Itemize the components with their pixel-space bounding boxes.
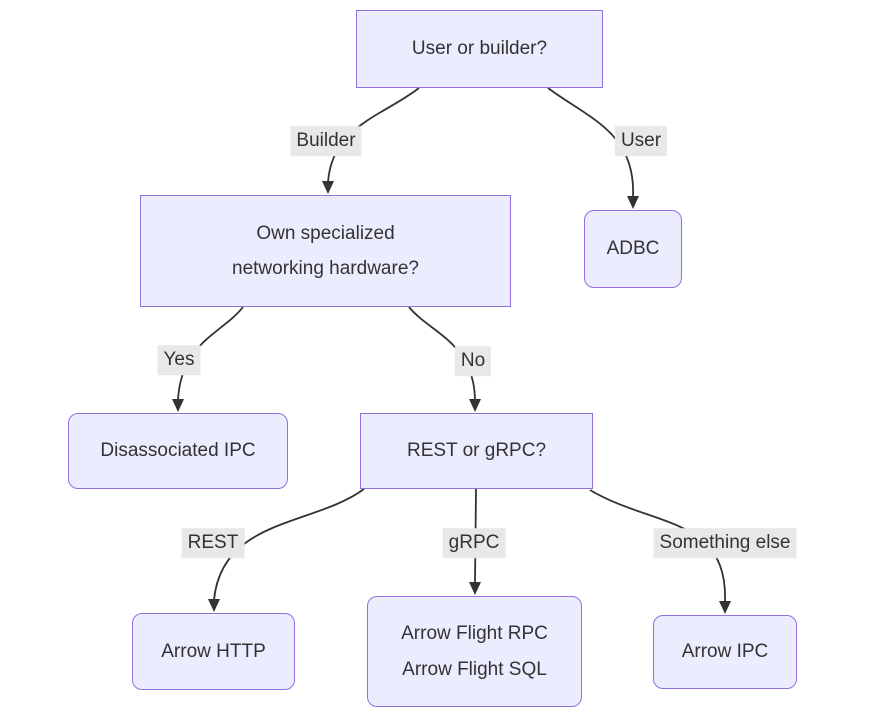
arrowhead-own-hardware xyxy=(322,181,334,194)
node-user-or-builder-label: User or builder? xyxy=(411,38,548,60)
edge-rest-or-grpc-to-arrow-ipc xyxy=(589,489,726,603)
node-arrow-flight: Arrow Flight RPC Arrow Flight SQL xyxy=(367,596,582,707)
node-arrow-http: Arrow HTTP xyxy=(132,613,295,690)
arrowhead-disassociated-ipc xyxy=(172,399,184,412)
arrowhead-arrow-ipc xyxy=(719,601,731,614)
node-own-hardware-label-line1: Own specialized xyxy=(256,222,395,244)
edge-own-hardware-to-rest-or-grpc xyxy=(408,306,476,401)
arrowhead-arrow-flight xyxy=(469,582,481,595)
node-rest-or-grpc-label: REST or gRPC? xyxy=(406,440,547,462)
edge-label-no: No xyxy=(454,346,492,376)
node-user-or-builder: User or builder? xyxy=(356,10,603,88)
node-arrow-flight-label-line1: Arrow Flight RPC xyxy=(401,623,548,645)
edge-rest-or-grpc-to-arrow-http xyxy=(213,488,365,601)
arrowhead-arrow-http xyxy=(208,599,220,612)
node-disassociated-ipc: Disassociated IPC xyxy=(68,413,288,489)
edge-label-yes: Yes xyxy=(157,345,201,375)
node-own-hardware: Own specialized networking hardware? xyxy=(140,195,511,307)
node-arrow-http-label: Arrow HTTP xyxy=(161,640,266,662)
node-rest-or-grpc: REST or gRPC? xyxy=(360,413,593,489)
edge-user-or-builder-to-own-hardware xyxy=(327,87,420,183)
edge-label-something-else: Something else xyxy=(653,528,797,558)
edge-label-builder: Builder xyxy=(290,126,362,156)
arrowhead-adbc xyxy=(627,196,639,209)
node-adbc-label: ADBC xyxy=(606,238,660,260)
arrowhead-rest-or-grpc xyxy=(469,399,481,412)
edge-own-hardware-to-disassociated-ipc xyxy=(177,306,244,401)
node-adbc: ADBC xyxy=(584,210,682,288)
edge-label-grpc: gRPC xyxy=(442,528,506,558)
node-arrow-flight-label-line2: Arrow Flight SQL xyxy=(402,658,547,680)
node-arrow-ipc-label: Arrow IPC xyxy=(681,641,769,663)
edge-label-user: User xyxy=(614,126,668,156)
edge-label-rest: REST xyxy=(181,528,245,558)
edge-user-or-builder-to-adbc xyxy=(547,87,634,198)
node-disassociated-ipc-label: Disassociated IPC xyxy=(100,440,256,462)
node-arrow-ipc: Arrow IPC xyxy=(653,615,797,689)
node-own-hardware-label-line2: networking hardware? xyxy=(232,258,419,279)
